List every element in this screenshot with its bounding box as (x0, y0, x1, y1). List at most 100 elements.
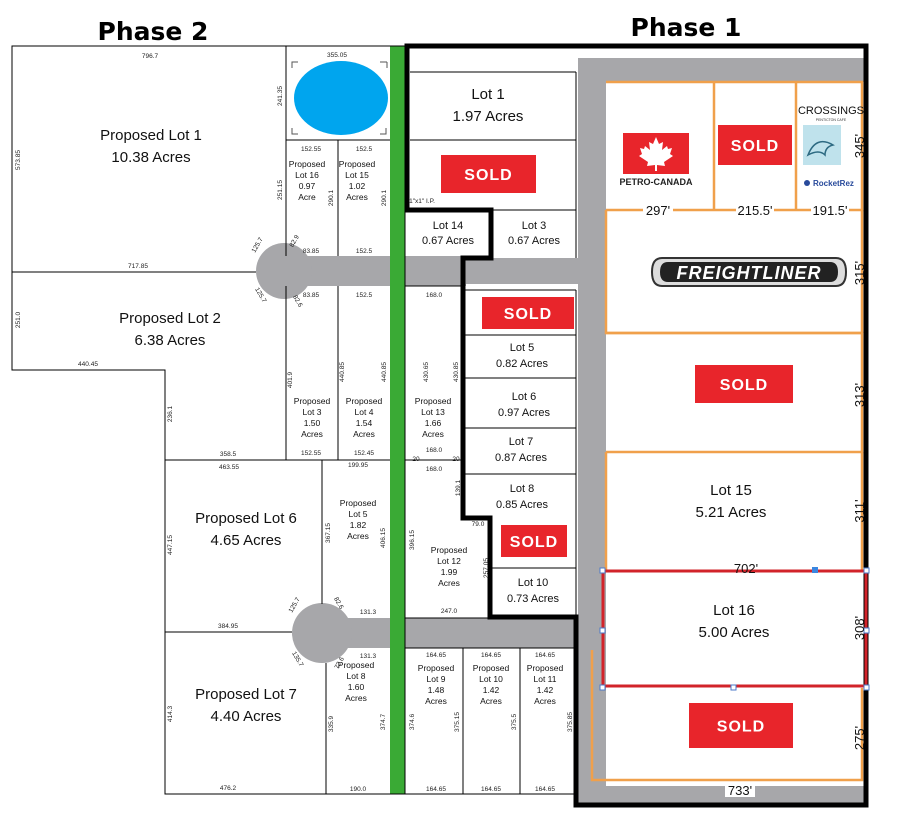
sold-badge-label: SOLD (717, 719, 765, 736)
svg-text:313': 313' (852, 383, 867, 407)
dimension-label: 125.7 (288, 596, 302, 614)
dimension-label: 190.0 (350, 786, 367, 793)
dimension-label: 440.85 (339, 362, 346, 382)
lot-1[interactable]: Lot 1 1.97 Acres (453, 86, 524, 125)
proposed-pl4-line-4: Acres (353, 429, 375, 439)
crossings-logo: CROSSINGS PENTICTON CAFE (798, 91, 864, 165)
cul-de-sac-upper (256, 243, 312, 299)
sold-badge-label: SOLD (464, 167, 512, 184)
dimension-label: 20 (412, 456, 420, 463)
proposed-pl5-line-3: 1.82 (350, 520, 367, 530)
lot-16[interactable]: Lot 16 5.00 Acres (699, 602, 770, 641)
svg-text:Lot 16: Lot 16 (713, 602, 755, 619)
dimension-label: 335.9 (328, 715, 335, 732)
lot-7[interactable]: Lot 7 0.87 Acres (495, 436, 547, 464)
svg-text:Lot 6: Lot 6 (512, 391, 536, 403)
proposed-pl9-line-2: Lot 9 (427, 674, 446, 684)
dimension-label: 82.9 (289, 234, 302, 249)
svg-text:1"x1" I.P.: 1"x1" I.P. (409, 198, 435, 205)
sold-badge-label: SOLD (731, 138, 779, 155)
lot-8[interactable]: Lot 8 0.85 Acres (496, 483, 548, 511)
selection-handle-top[interactable] (812, 567, 818, 573)
dimension-label: 168.0 (426, 466, 443, 473)
dimension-label: 82.6 (291, 294, 304, 309)
proposed-pl8-line-1: Proposed (338, 660, 375, 670)
svg-text:Proposed Lot 1: Proposed Lot 1 (100, 127, 202, 144)
svg-text:0.67 Acres: 0.67 Acres (508, 235, 560, 247)
dimension-label: 257.05 (483, 558, 490, 578)
phase1-dimensions: 297' 215.5' 191.5' 345' 315' 313' 311' 7… (409, 134, 867, 798)
selection-handles (599, 567, 870, 691)
phase1-road-top (578, 58, 866, 82)
lot-15[interactable]: Lot 15 5.21 Acres (696, 482, 767, 521)
proposed-pl15-line-2: Lot 15 (345, 170, 369, 180)
dimension-label: 168.0 (426, 447, 443, 454)
sold-badge-1: SOLD (441, 155, 536, 193)
proposed-pl3-line-2: Lot 3 (303, 407, 322, 417)
dimension-label: 463.55 (219, 464, 239, 471)
proposed-pl4-line-2: Lot 4 (355, 407, 374, 417)
dimension-label: 375.15 (454, 712, 461, 732)
svg-text:5.21 Acres: 5.21 Acres (696, 504, 767, 521)
lot-10[interactable]: Lot 10 0.73 Acres (507, 577, 559, 605)
proposed-pl16-line-2: Lot 16 (295, 170, 319, 180)
proposed-lot-6[interactable]: Proposed Lot 6 4.65 Acres (195, 510, 297, 549)
dimension-label: 152.5 (356, 146, 373, 153)
proposed-lot-7[interactable]: Proposed Lot 7 4.40 Acres (195, 686, 297, 725)
svg-text:Proposed Lot 7: Proposed Lot 7 (195, 686, 297, 703)
lot-6[interactable]: Lot 6 0.97 Acres (498, 391, 550, 419)
dimension-label: 152.55 (301, 146, 321, 153)
proposed-lot-1[interactable]: Proposed Lot 1 10.38 Acres (100, 127, 202, 166)
dimension-label: 164.65 (426, 652, 446, 659)
proposed-pl16-line-4: Acre (298, 192, 316, 202)
dimension-label: 131.3 (360, 653, 377, 660)
lot-3[interactable]: Lot 3 0.67 Acres (508, 220, 560, 247)
svg-text:191.5': 191.5' (812, 203, 847, 218)
proposed-pl9-line-1: Proposed (418, 663, 455, 673)
lot-5[interactable]: Lot 5 0.82 Acres (496, 342, 548, 370)
dimension-label: 125.7 (251, 236, 265, 254)
svg-text:311': 311' (852, 499, 867, 522)
svg-text:0.73 Acres: 0.73 Acres (507, 593, 559, 605)
dimension-label: 152.5 (356, 248, 373, 255)
dimension-label: 440.85 (381, 362, 388, 382)
svg-text:6.38 Acres: 6.38 Acres (135, 332, 206, 349)
cul-de-sac-lower (292, 603, 352, 663)
proposed-lot-2[interactable]: Proposed Lot 2 6.38 Acres (119, 310, 221, 349)
sold-badge-label: SOLD (720, 377, 768, 394)
petro-canada-logo: PETRO-CANADA (620, 133, 693, 187)
svg-text:275': 275' (852, 726, 867, 750)
dimension-label: 476.2 (220, 785, 237, 792)
proposed-pl3-line-1: Proposed (294, 396, 331, 406)
dimension-label: 247.0 (441, 608, 458, 615)
phase2-road-upper (282, 256, 466, 286)
svg-text:1.97 Acres: 1.97 Acres (453, 108, 524, 125)
dimension-label: 290.1 (328, 189, 335, 206)
svg-text:Lot 1: Lot 1 (471, 86, 504, 103)
dimension-label: 375.85 (567, 712, 574, 732)
proposed-pl4-line-3: 1.54 (356, 418, 373, 428)
svg-text:297': 297' (646, 203, 670, 218)
lot-14[interactable]: Lot 14 0.67 Acres (422, 220, 474, 247)
proposed-pl16-line-1: Proposed (289, 159, 326, 169)
dimension-label: 241.35 (277, 86, 284, 106)
proposed-pl10-line-3: 1.42 (483, 685, 500, 695)
sold-badge-4: SOLD (695, 365, 793, 403)
proposed-pl9-line-4: Acres (425, 696, 447, 706)
sold-badge-6: SOLD (689, 703, 793, 748)
sold-badge-5: SOLD (501, 525, 567, 557)
